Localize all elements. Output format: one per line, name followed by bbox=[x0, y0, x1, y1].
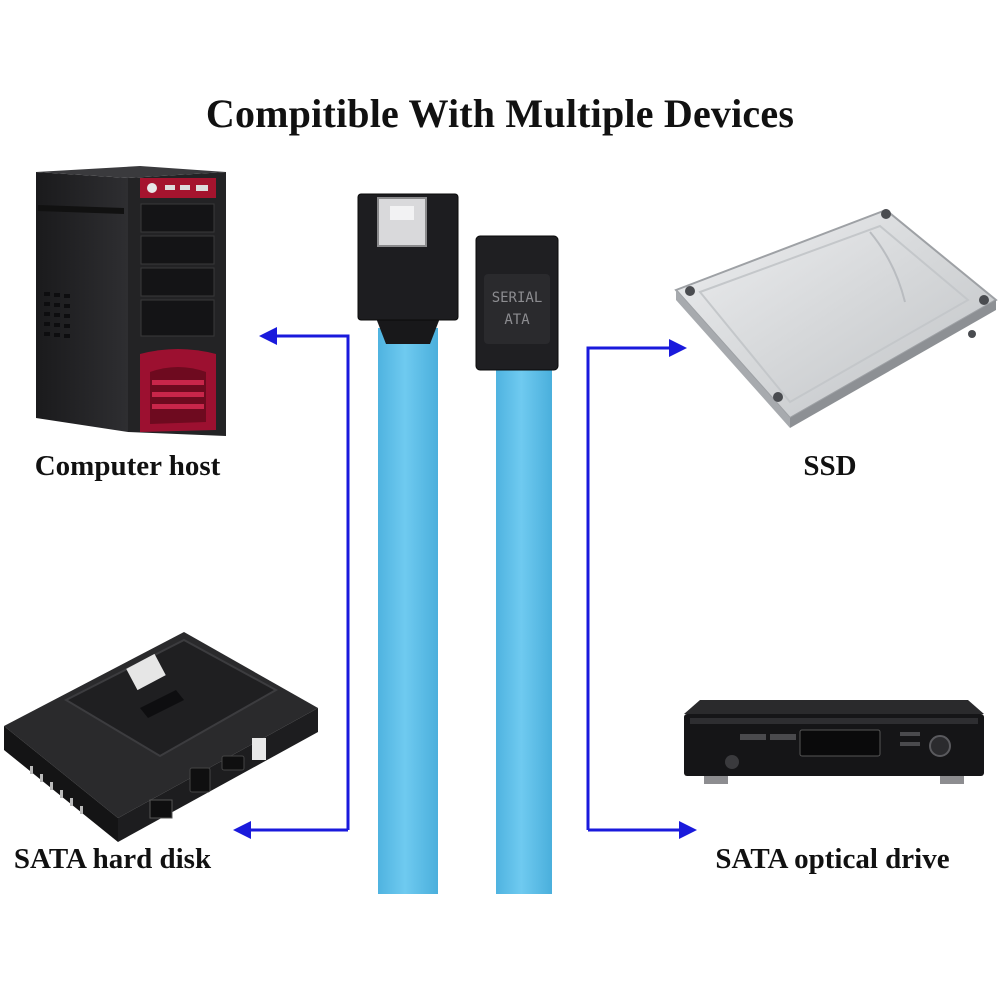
sata-optical-drive-label: SATA optical drive bbox=[715, 843, 950, 875]
hard-disk-dock-image bbox=[4, 632, 318, 842]
connector-text-ata: ATA bbox=[504, 312, 530, 328]
arrow-to-ssd bbox=[586, 339, 687, 830]
sata-cable-left bbox=[357, 193, 459, 894]
arrow-to-computer-host bbox=[259, 327, 350, 830]
page-title: Compitible With Multiple Devices bbox=[205, 91, 795, 136]
arrow-lines bbox=[233, 327, 697, 839]
ssd-label: SSD bbox=[803, 450, 857, 482]
computer-host-label: Computer host bbox=[34, 450, 221, 482]
computer-tower-image bbox=[36, 166, 226, 436]
sata-hard-disk-label: SATA hard disk bbox=[13, 843, 212, 875]
connector-text-serial: SERIAL bbox=[492, 290, 543, 306]
optical-drive-image bbox=[684, 700, 984, 784]
ssd-image bbox=[674, 208, 998, 428]
sata-cable-right: SERIAL ATA bbox=[475, 235, 559, 894]
